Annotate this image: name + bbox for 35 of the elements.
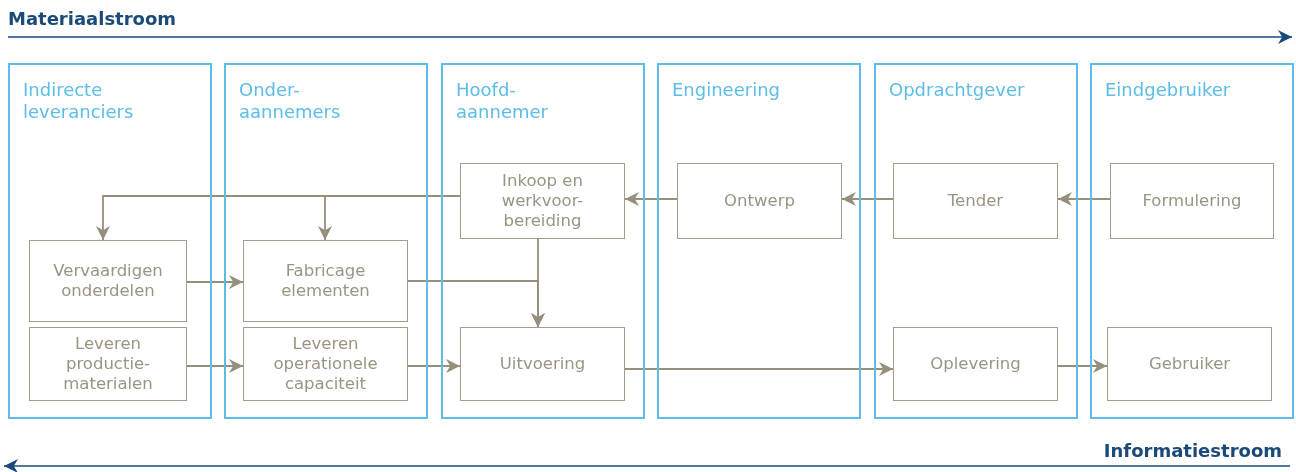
arrow bbox=[186, 359, 244, 373]
lane-panel bbox=[224, 63, 428, 419]
flow-label: Informatiestroom bbox=[1103, 440, 1282, 461]
flow-label: Materiaalstroom bbox=[8, 8, 177, 29]
arrow bbox=[318, 195, 461, 241]
lane-title: Opdrachtgever bbox=[889, 79, 1026, 101]
arrow bbox=[624, 192, 678, 206]
lane-title: Indirecte leveranciers bbox=[23, 79, 135, 123]
lane-title: Engineering bbox=[672, 79, 781, 101]
process-box: Inkoop en werkvoor- bereiding bbox=[460, 163, 625, 239]
arrow bbox=[1057, 192, 1111, 206]
lane-panel bbox=[1090, 63, 1294, 419]
lane-panel bbox=[874, 63, 1078, 419]
process-box: Gebruiker bbox=[1107, 327, 1272, 401]
process-box: Fabricage elementen bbox=[243, 240, 408, 322]
lane-title: Onder- aannemers bbox=[239, 79, 342, 123]
process-box: Tender bbox=[893, 163, 1058, 239]
process-box: Ontwerp bbox=[677, 163, 842, 239]
process-box: Oplevering bbox=[893, 327, 1058, 401]
process-box: Leveren productie- materialen bbox=[29, 327, 187, 401]
process-box: Uitvoering bbox=[460, 327, 625, 401]
lane-title: Hoofd- aannemer bbox=[456, 79, 549, 123]
lane-panel bbox=[657, 63, 861, 419]
arrow bbox=[624, 362, 894, 376]
process-box: Vervaardigen onderdelen bbox=[29, 240, 187, 322]
lane-title: Eindgebruiker bbox=[1105, 79, 1232, 101]
process-box: Leveren operationele capaciteit bbox=[243, 327, 408, 401]
process-box: Formulering bbox=[1110, 163, 1274, 239]
arrow bbox=[1057, 359, 1108, 373]
arrow bbox=[407, 280, 545, 328]
lane-panel bbox=[8, 63, 212, 419]
arrow bbox=[186, 275, 244, 289]
arrow bbox=[841, 192, 894, 206]
lane-panel bbox=[441, 63, 645, 419]
arrow bbox=[407, 359, 461, 373]
